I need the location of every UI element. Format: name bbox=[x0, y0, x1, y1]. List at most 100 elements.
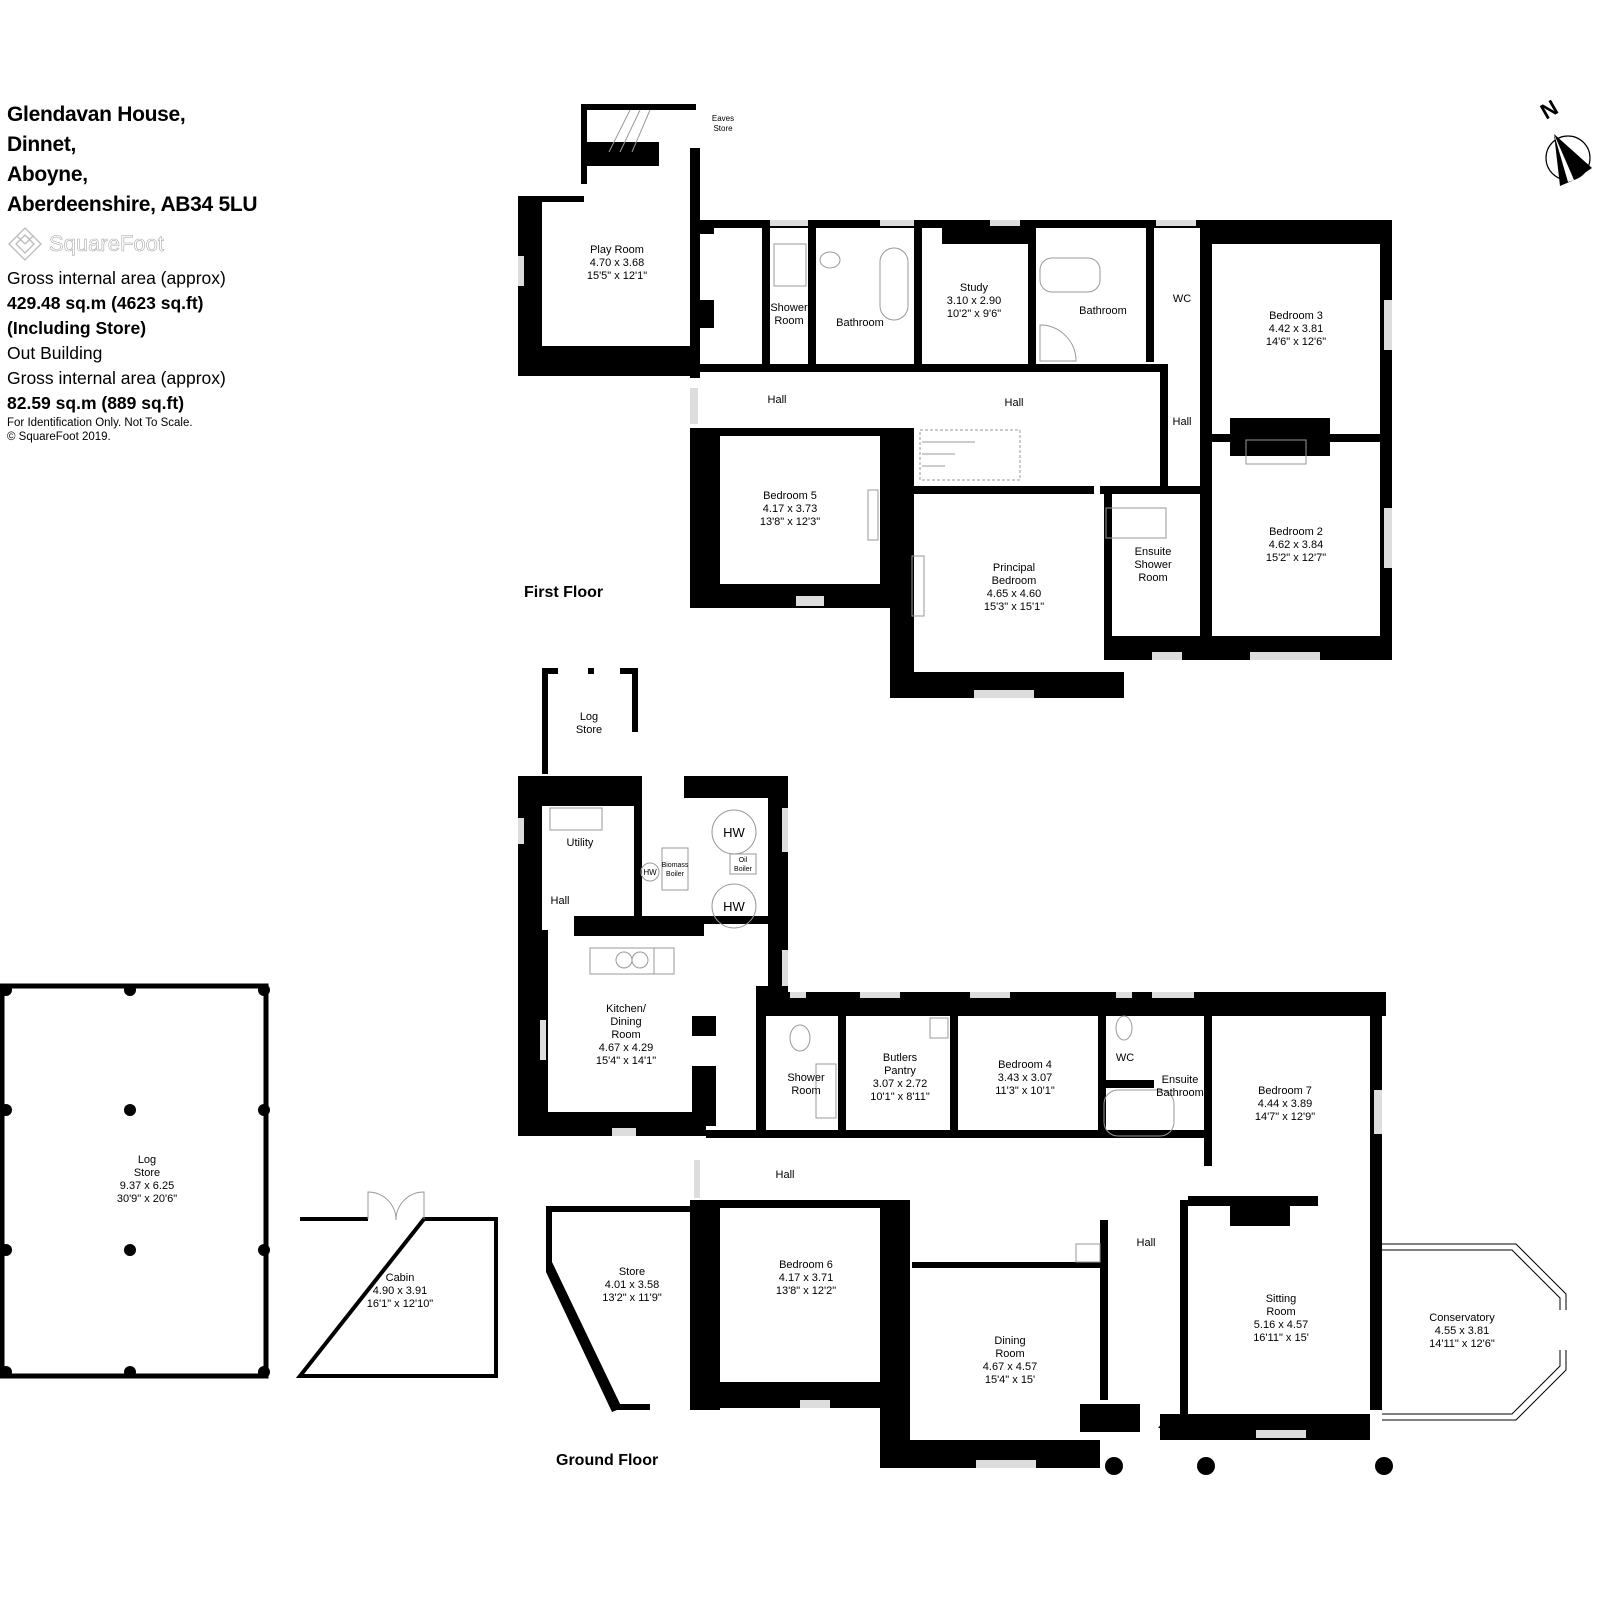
first-floor-label: First Floor bbox=[524, 584, 604, 601]
room-play-room-name: Play Room bbox=[590, 244, 644, 256]
room-bedroom-7-metric: 4.44 x 3.89 bbox=[1258, 1098, 1312, 1110]
room-outbuilding-log-imperial: 30'9" x 20'6" bbox=[117, 1193, 177, 1205]
room-play-room-metric: 4.70 x 3.68 bbox=[590, 257, 644, 269]
outbuilding-gia-value: 82.59 sq.m (889 sq.ft) bbox=[7, 393, 185, 413]
room-labels: Play Room 4.70 x 3.68 15'5" x 12'1" Eave… bbox=[117, 114, 1495, 1386]
room-cabin-name: Cabin bbox=[386, 1272, 415, 1284]
room-butlers-pantry-1: Butlers bbox=[883, 1052, 918, 1064]
room-sitting-imperial: 16'11" x 15' bbox=[1253, 1332, 1309, 1344]
compass-label: N bbox=[1536, 95, 1562, 125]
room-bedroom-3-name: Bedroom 3 bbox=[1269, 310, 1323, 322]
room-cabin-imperial: 16'1" x 12'10" bbox=[367, 1298, 434, 1310]
address-line-3: Aboyne, bbox=[7, 163, 88, 186]
room-cabin-metric: 4.90 x 3.91 bbox=[373, 1285, 427, 1297]
room-gf-shower-1: Shower bbox=[787, 1072, 825, 1084]
room-principal-bedroom-metric: 4.65 x 4.60 bbox=[987, 588, 1041, 600]
room-sitting-metric: 5.16 x 4.57 bbox=[1254, 1319, 1308, 1331]
copyright: © SquareFoot 2019. bbox=[7, 431, 111, 443]
room-dining-2: Room bbox=[995, 1348, 1024, 1360]
room-bedroom-4-imperial: 11'3" x 10'1" bbox=[995, 1085, 1055, 1097]
room-gf-wc: WC bbox=[1116, 1052, 1134, 1064]
room-gf-hall-b: Hall bbox=[1137, 1237, 1156, 1249]
property-info: Glendavan House, Dinnet, Aboyne, Aberdee… bbox=[7, 100, 267, 444]
room-bedroom-6-name: Bedroom 6 bbox=[779, 1259, 833, 1271]
brand-name: SquareFoot bbox=[49, 231, 165, 257]
outbuilding-plan bbox=[0, 983, 498, 1379]
address-line-4: Aberdeenshire, AB34 5LU bbox=[7, 193, 258, 216]
room-bedroom-5-metric: 4.17 x 3.73 bbox=[763, 503, 817, 515]
room-ensuite-shower-2: Shower bbox=[1134, 559, 1172, 571]
room-kitchen-metric: 4.67 x 4.29 bbox=[599, 1042, 653, 1054]
oil-boiler-2: Boiler bbox=[734, 866, 753, 873]
gia-value: 429.48 sq.m (4623 sq.ft) bbox=[7, 293, 204, 313]
room-bedroom-5-name: Bedroom 5 bbox=[763, 490, 817, 502]
room-shower-room-2: Room bbox=[774, 315, 803, 327]
room-kitchen-3: Room bbox=[611, 1029, 640, 1041]
hw-tank-small: HW bbox=[643, 868, 657, 877]
ground-floor-fixtures bbox=[549, 807, 1175, 1263]
room-outbuilding-log-1: Log bbox=[138, 1154, 156, 1166]
biomass-boiler-2: Boiler bbox=[666, 871, 685, 878]
room-bedroom-7-name: Bedroom 7 bbox=[1258, 1085, 1312, 1097]
room-outbuilding-log-metric: 9.37 x 6.25 bbox=[120, 1180, 174, 1192]
room-utility: Utility bbox=[567, 837, 594, 849]
room-study-imperial: 10'2" x 9'6" bbox=[947, 308, 1001, 320]
room-bathroom-1: Bathroom bbox=[836, 317, 884, 329]
room-ensuite-shower-3: Room bbox=[1138, 572, 1167, 584]
squarefoot-logo-icon bbox=[8, 227, 42, 261]
room-bedroom-2-name: Bedroom 2 bbox=[1269, 526, 1323, 538]
room-sitting-2: Room bbox=[1266, 1306, 1295, 1318]
room-study-name: Study bbox=[960, 282, 989, 294]
eaves-store-label-1: Eaves bbox=[712, 114, 734, 123]
conservatory-outline bbox=[1382, 1243, 1567, 1421]
hw-tank-1: HW bbox=[723, 825, 745, 840]
room-dining-metric: 4.67 x 4.57 bbox=[983, 1361, 1037, 1373]
room-log-store-1: Log bbox=[580, 711, 598, 723]
room-store-name: Store bbox=[619, 1266, 645, 1278]
room-study-metric: 3.10 x 2.90 bbox=[947, 295, 1001, 307]
room-kitchen-2: Dining bbox=[610, 1016, 641, 1028]
disclaimer: For Identification Only. Not To Scale. bbox=[7, 417, 193, 429]
room-hall-b: Hall bbox=[1005, 397, 1024, 409]
room-bedroom-4-metric: 3.43 x 3.07 bbox=[998, 1072, 1052, 1084]
biomass-boiler-1: Biomass bbox=[662, 862, 689, 869]
first-floor-fixtures bbox=[608, 109, 1307, 617]
gia-note: (Including Store) bbox=[7, 318, 147, 338]
outbuilding-label: Out Building bbox=[7, 343, 103, 363]
room-store-imperial: 13'2" x 11'9" bbox=[602, 1292, 662, 1304]
first-floor-plan bbox=[518, 104, 1392, 698]
north-arrow-icon: N bbox=[1536, 95, 1592, 186]
room-conservatory-metric: 4.55 x 3.81 bbox=[1435, 1325, 1489, 1337]
brand-logo: SquareFoot bbox=[7, 226, 267, 262]
room-ensuite-bath-1: Ensuite bbox=[1162, 1074, 1199, 1086]
room-bedroom-2-imperial: 15'2" x 12'7" bbox=[1266, 552, 1326, 564]
room-shower-room-1: Shower bbox=[770, 302, 808, 314]
room-store-metric: 4.01 x 3.58 bbox=[605, 1279, 659, 1291]
room-gf-shower-2: Room bbox=[791, 1085, 820, 1097]
room-hall-small: Hall bbox=[551, 895, 570, 907]
room-dining-1: Dining bbox=[994, 1335, 1025, 1347]
room-hall-c: Hall bbox=[1173, 416, 1192, 428]
room-log-store-2: Store bbox=[576, 724, 602, 736]
room-bedroom-4-name: Bedroom 4 bbox=[998, 1059, 1052, 1071]
room-bedroom-3-imperial: 14'6" x 12'6" bbox=[1266, 336, 1326, 348]
room-kitchen-1: Kitchen/ bbox=[606, 1003, 647, 1015]
room-bedroom-2-metric: 4.62 x 3.84 bbox=[1269, 539, 1323, 551]
room-conservatory-name: Conservatory bbox=[1429, 1312, 1495, 1324]
room-principal-bedroom-1: Principal bbox=[993, 562, 1035, 574]
room-ensuite-bath-2: Bathroom bbox=[1156, 1087, 1204, 1099]
room-ensuite-shower-1: Ensuite bbox=[1135, 546, 1172, 558]
room-bedroom-6-metric: 4.17 x 3.71 bbox=[779, 1272, 833, 1284]
hw-tank-2: HW bbox=[723, 899, 745, 914]
room-butlers-pantry-imperial: 10'1" x 8'11" bbox=[870, 1091, 930, 1103]
room-play-room-imperial: 15'5" x 12'1" bbox=[587, 270, 647, 282]
room-butlers-pantry-2: Pantry bbox=[884, 1065, 916, 1077]
room-conservatory-imperial: 14'11" x 12'6" bbox=[1429, 1338, 1495, 1350]
room-bedroom-6-imperial: 13'8" x 12'2" bbox=[776, 1285, 836, 1297]
room-hall-a: Hall bbox=[768, 394, 787, 406]
ground-floor-plan bbox=[518, 668, 1393, 1475]
gia-label: Gross internal area (approx) bbox=[7, 268, 226, 288]
room-butlers-pantry-metric: 3.07 x 2.72 bbox=[873, 1078, 927, 1090]
outbuilding-gia-label: Gross internal area (approx) bbox=[7, 368, 226, 388]
